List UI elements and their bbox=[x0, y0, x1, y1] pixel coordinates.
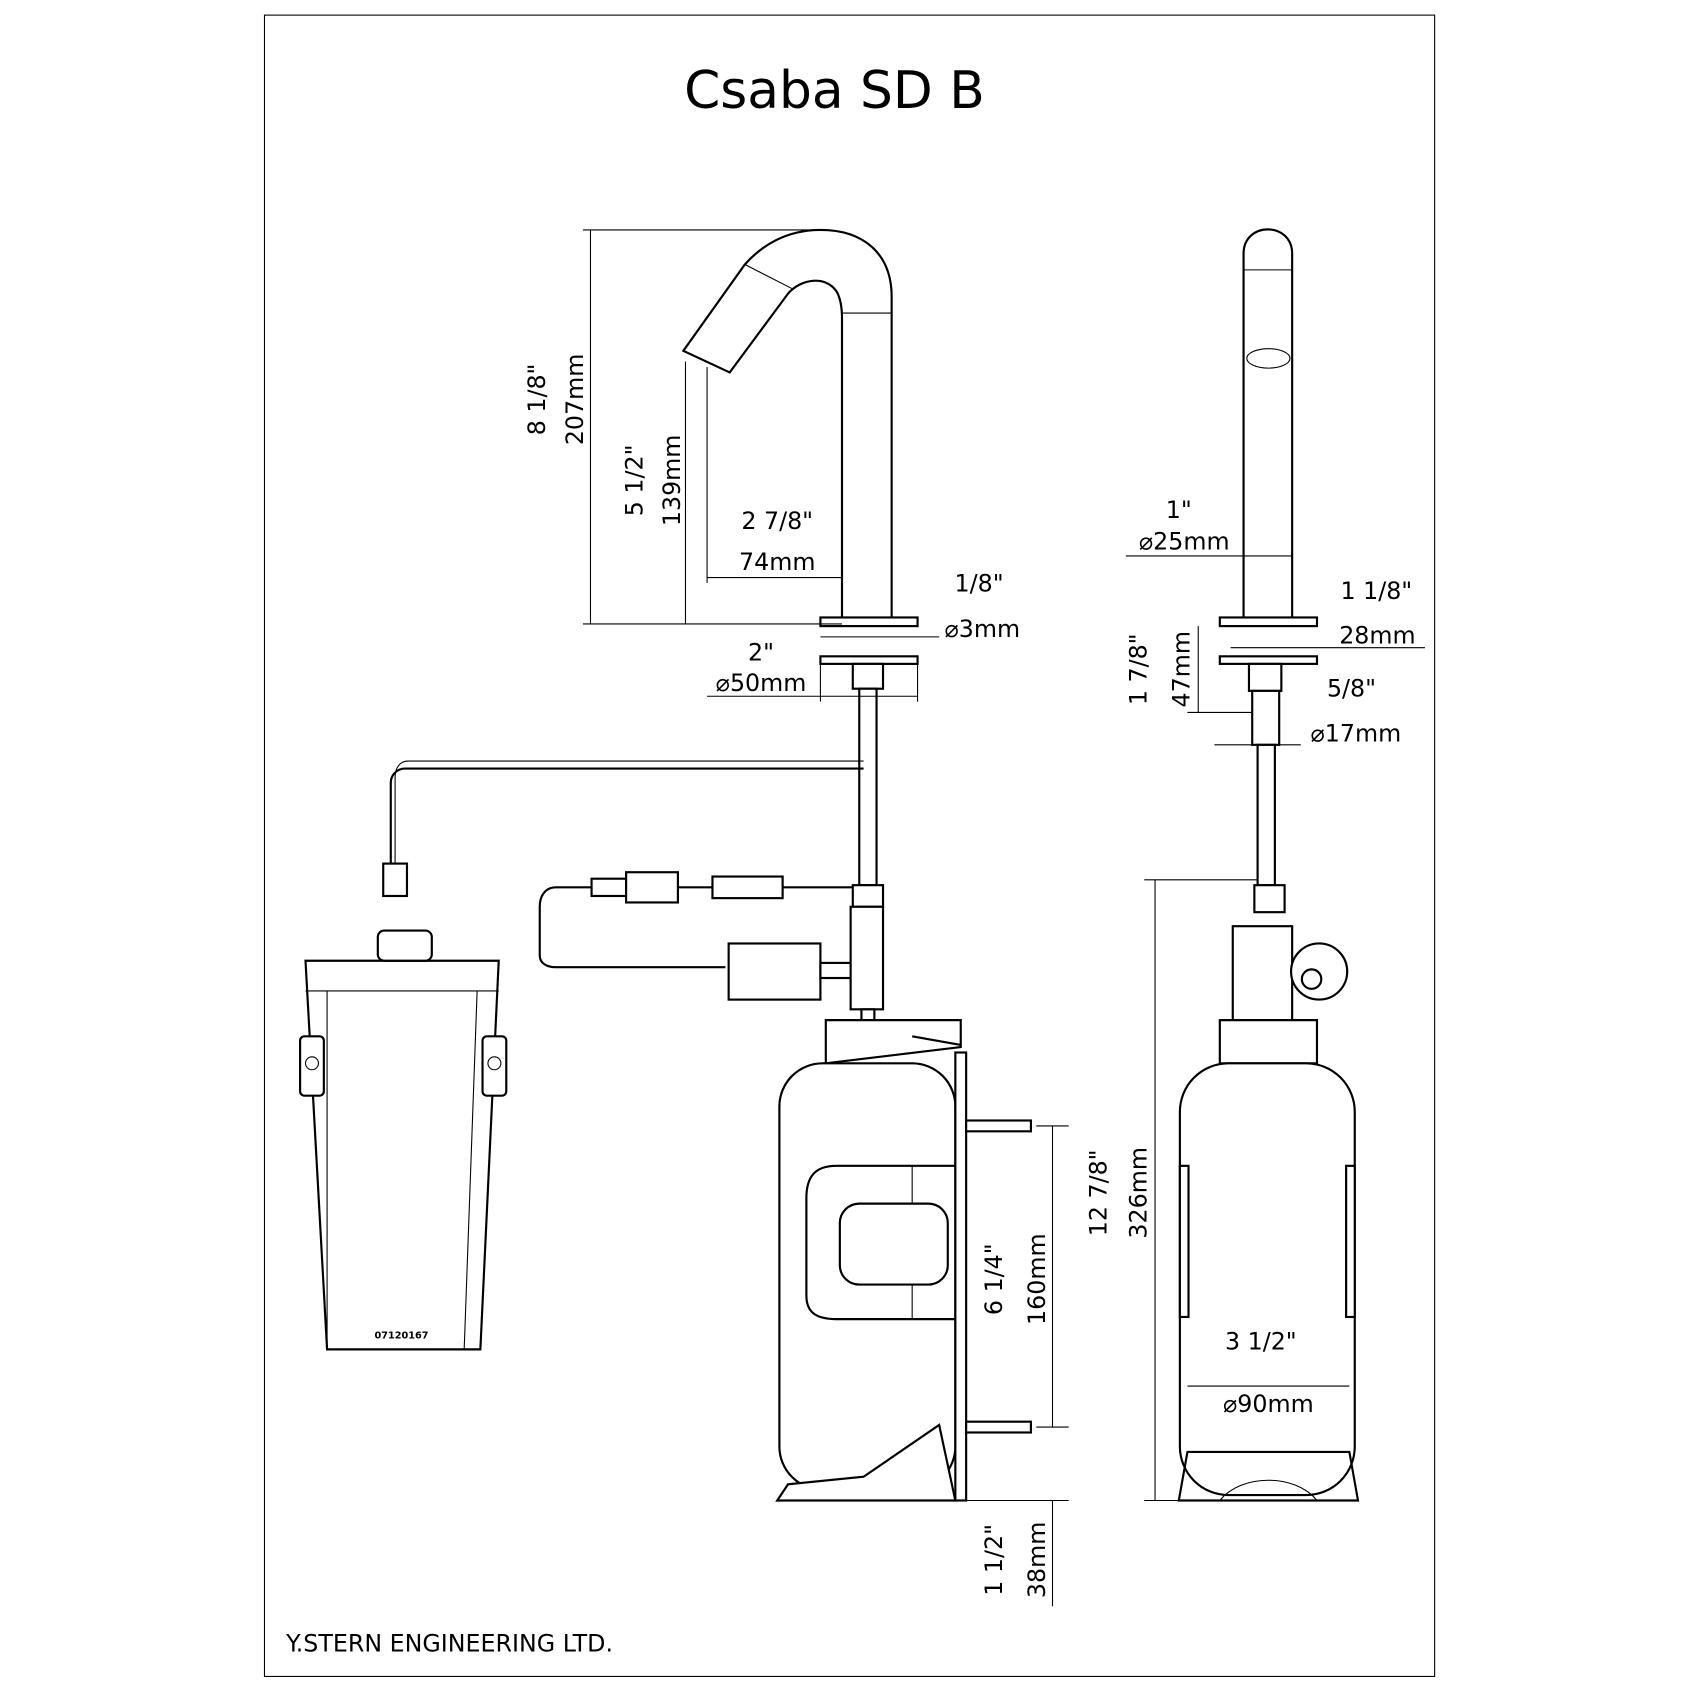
tube-fitting-top bbox=[965, 1119, 1032, 1133]
dim-plate-imperial: 1 1/8" bbox=[1340, 577, 1412, 605]
dim-spout-dia-imperial: 1" bbox=[1166, 496, 1192, 524]
dim-base-metric: ⌀50mm bbox=[716, 669, 807, 697]
dim-base-imperial: 2" bbox=[748, 639, 774, 667]
dim-deck-imperial: 1 7/8" bbox=[1124, 633, 1152, 705]
dim-hole-imperial: 1/8" bbox=[955, 570, 1004, 598]
dim-spout-dia-metric: ⌀25mm bbox=[1139, 527, 1230, 555]
serial-label: 07120167 bbox=[375, 1331, 429, 1342]
dim-spout-height-imperial: 5 1/2" bbox=[620, 444, 648, 516]
dim-plate-metric: 28mm bbox=[1339, 621, 1415, 649]
faucet-front-view bbox=[1218, 228, 1349, 1065]
tube-fitting-bottom bbox=[965, 1420, 1032, 1434]
dim-hole-metric: ⌀3mm bbox=[945, 615, 1021, 643]
dim-spout-height-metric: 139mm bbox=[658, 435, 686, 527]
dim-deck-metric: 47mm bbox=[1168, 631, 1196, 707]
dim-tank-metric: ⌀90mm bbox=[1223, 1390, 1314, 1418]
dim-tank-imperial: 3 1/2" bbox=[1225, 1327, 1297, 1355]
faucet-side-view bbox=[382, 228, 962, 1065]
dim-fitting-spacing-metric: 160mm bbox=[1023, 1233, 1051, 1325]
tank-front-view bbox=[1177, 1062, 1360, 1502]
dim-bottom-imperial: 1 1/2" bbox=[980, 1524, 1008, 1596]
dim-unit-height-imperial: 12 7/8" bbox=[1084, 1149, 1112, 1236]
dim-total-height-metric: 207mm bbox=[561, 354, 589, 446]
dim-shank-imperial: 5/8" bbox=[1327, 674, 1376, 702]
dim-shank-metric: ⌀17mm bbox=[1310, 720, 1401, 748]
dim-unit-height-metric: 326mm bbox=[1124, 1147, 1152, 1239]
dimension-lines bbox=[582, 229, 1425, 1607]
dimension-labels: 8 1/8" 207mm 5 1/2" 139mm 2 7/8" 74mm 1/… bbox=[523, 354, 1416, 1598]
dim-spout-reach-metric: 74mm bbox=[739, 548, 815, 576]
sheet-border bbox=[263, 14, 1436, 1677]
dim-spout-reach-imperial: 2 7/8" bbox=[741, 507, 813, 535]
dim-total-height-imperial: 8 1/8" bbox=[523, 364, 551, 436]
dim-bottom-metric: 38mm bbox=[1023, 1522, 1051, 1598]
battery-box: 07120167 bbox=[299, 929, 508, 1351]
dim-fitting-spacing-imperial: 6 1/4" bbox=[980, 1243, 1008, 1315]
company-name: Y.STERN ENGINEERING LTD. bbox=[285, 1630, 613, 1658]
drawing-title: Csaba SD B bbox=[684, 61, 985, 121]
tank-side-view bbox=[775, 1051, 1032, 1502]
